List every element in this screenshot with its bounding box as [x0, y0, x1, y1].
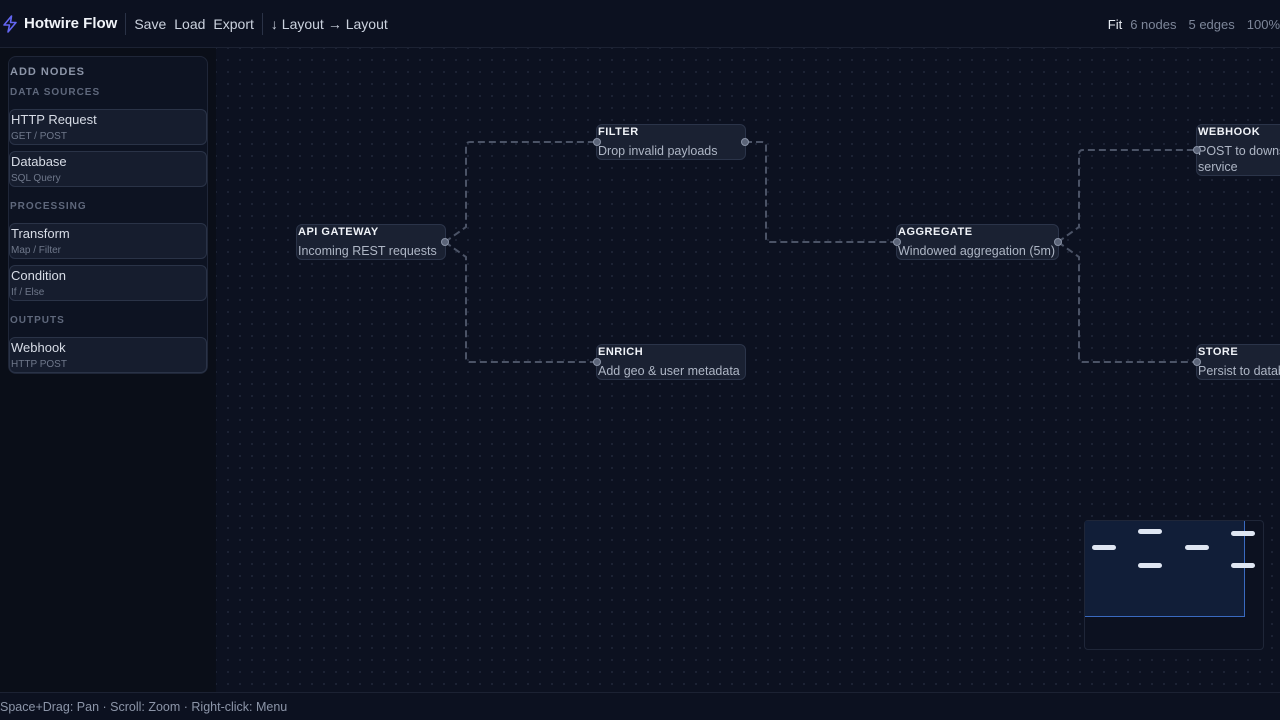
node-title: FILTER — [598, 126, 639, 138]
minimap-node — [1231, 563, 1255, 568]
top-toolbar: Hotwire Flow Save Load Export ↓ Layout →… — [0, 0, 1280, 48]
zoom-level: 100% — [1246, 16, 1280, 32]
brand: Hotwire Flow — [0, 0, 117, 47]
flow-canvas[interactable]: API GATEWAY Incoming REST requests FILTE… — [216, 48, 1280, 692]
node-webhook[interactable]: WEBHOOK POST to downstream service — [1196, 124, 1280, 176]
app-title: Hotwire Flow — [24, 15, 118, 32]
node-output-handle[interactable] — [741, 138, 749, 146]
palette-section-label: PROCESSING — [10, 201, 87, 212]
edge-aggregate-webhook[interactable] — [1057, 149, 1197, 243]
palette-item-http-request[interactable]: HTTP Request GET / POST — [9, 109, 207, 145]
palette-item-database[interactable]: Database SQL Query — [9, 151, 207, 187]
palette-item-title: HTTP Request — [11, 112, 97, 127]
node-count: 6 nodes — [1130, 16, 1177, 32]
palette-item-subtitle: If / Else — [11, 287, 45, 298]
node-description: POST to downstream service — [1198, 144, 1280, 174]
node-description: Persist to database — [1198, 364, 1280, 378]
palette-item-webhook[interactable]: Webhook HTTP POST — [9, 337, 207, 373]
minimap-viewport[interactable] — [1085, 521, 1245, 617]
node-input-handle[interactable] — [593, 358, 601, 366]
minimap-node — [1138, 563, 1162, 568]
node-api-gateway[interactable]: API GATEWAY Incoming REST requests — [296, 224, 446, 260]
palette-item-title: Condition — [11, 268, 66, 283]
load-button[interactable]: Load — [174, 15, 206, 32]
node-description: Drop invalid payloads — [598, 144, 718, 158]
palette-item-subtitle: Map / Filter — [11, 245, 62, 256]
palette-section-label: OUTPUTS — [10, 315, 65, 326]
minimap-node — [1185, 545, 1209, 550]
edge-api-filter[interactable] — [444, 141, 597, 243]
toolbar-stats: Fit 6 nodes 5 edges 100% — [1108, 0, 1280, 48]
toolbar-divider — [125, 12, 127, 35]
edge-api-enrich[interactable] — [444, 241, 597, 363]
palette-section-label: DATA SOURCES — [10, 87, 101, 98]
node-title: AGGREGATE — [898, 226, 973, 238]
minimap-node — [1138, 529, 1162, 534]
keyboard-hint: Space+Drag: Pan · Scroll: Zoom · Right-c… — [0, 699, 288, 714]
palette-item-transform[interactable]: Transform Map / Filter — [9, 223, 207, 259]
edge-aggregate-store[interactable] — [1057, 241, 1197, 363]
edge-count: 5 edges — [1188, 16, 1235, 32]
export-button[interactable]: Export — [213, 15, 254, 32]
node-output-handle[interactable] — [441, 238, 449, 246]
minimap[interactable] — [1084, 520, 1264, 650]
node-input-handle[interactable] — [593, 138, 601, 146]
palette-item-condition[interactable]: Condition If / Else — [9, 265, 207, 301]
node-description: Windowed aggregation (5m) — [898, 244, 1056, 258]
node-output-handle[interactable] — [1054, 238, 1062, 246]
node-input-handle[interactable] — [893, 238, 901, 246]
node-store[interactable]: STORE Persist to database — [1196, 344, 1280, 380]
minimap-node — [1231, 531, 1255, 536]
node-description: Incoming REST requests — [298, 244, 437, 258]
node-title: API GATEWAY — [298, 226, 379, 238]
node-title: ENRICH — [598, 346, 644, 358]
node-input-handle[interactable] — [1193, 358, 1201, 366]
node-title: WEBHOOK — [1198, 126, 1261, 138]
node-input-handle[interactable] — [1193, 146, 1201, 154]
node-enrich[interactable]: ENRICH Add geo & user metadata — [596, 344, 746, 380]
fit-view-button[interactable]: Fit — [1107, 16, 1123, 32]
palette-title: ADD NODES — [10, 66, 86, 78]
palette-item-title: Database — [11, 154, 67, 169]
palette-item-subtitle: GET / POST — [11, 131, 67, 142]
node-aggregate[interactable]: AGGREGATE Windowed aggregation (5m) — [896, 224, 1059, 260]
palette-item-title: Webhook — [11, 340, 66, 355]
lightning-bolt-icon — [3, 14, 17, 33]
save-button[interactable]: Save — [134, 15, 167, 32]
layout-vertical-button[interactable]: ↓ Layout — [270, 15, 324, 32]
node-filter[interactable]: FILTER Drop invalid payloads — [596, 124, 746, 160]
node-description: Add geo & user metadata — [598, 364, 740, 378]
toolbar-divider — [261, 12, 263, 35]
node-palette: ADD NODES DATA SOURCES HTTP Request GET … — [8, 56, 208, 374]
layout-horizontal-button[interactable]: → Layout — [327, 15, 388, 32]
sidebar: ADD NODES DATA SOURCES HTTP Request GET … — [0, 48, 216, 692]
palette-item-subtitle: SQL Query — [11, 173, 61, 184]
edge-layer — [444, 141, 1197, 363]
minimap-node — [1092, 545, 1116, 550]
palette-item-subtitle: HTTP POST — [11, 359, 67, 370]
node-title: STORE — [1198, 346, 1239, 358]
edge-filter-aggregate[interactable] — [745, 141, 897, 243]
palette-item-title: Transform — [11, 226, 70, 241]
status-bar: Space+Drag: Pan · Scroll: Zoom · Right-c… — [0, 692, 1280, 720]
